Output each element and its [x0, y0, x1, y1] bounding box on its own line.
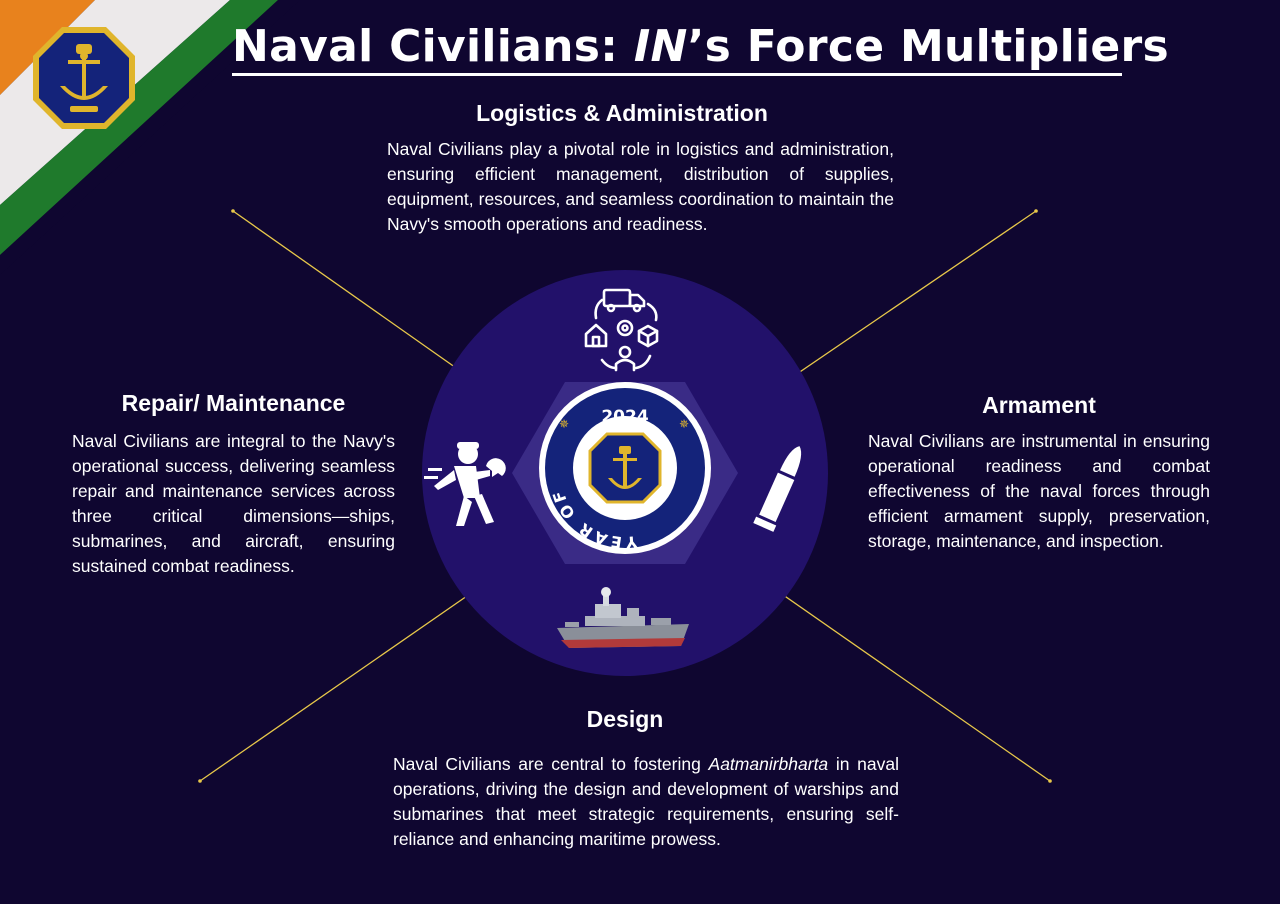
page-title: Naval Civilians: IN’s Force Multipliers: [232, 18, 1169, 76]
repair-heading: Repair/ Maintenance: [121, 390, 346, 416]
logistics-heading: Logistics & Administration: [476, 100, 768, 126]
navy-emblem-icon: [33, 27, 135, 129]
logistics-body: Naval Civilians play a pivotal role in l…: [387, 139, 894, 234]
design-heading: Design: [586, 706, 664, 732]
warship-icon: [557, 587, 689, 648]
logistics-icon: [584, 288, 659, 372]
bullet-icon: [753, 446, 802, 532]
armament-heading: Armament: [982, 392, 1096, 418]
mechanic-wrench-icon: [424, 442, 506, 526]
design-body: Naval Civilians are central to fostering…: [393, 754, 899, 849]
hub-year: 2024: [601, 407, 648, 427]
central-hub: 2024 YEAR OF NAVAL CIVILIANS ✵ ✵: [420, 268, 828, 676]
svg-text:✵: ✵: [679, 417, 689, 431]
svg-text:✵: ✵: [559, 417, 569, 431]
repair-body: Naval Civilians are integral to the Navy…: [72, 431, 395, 576]
armament-body: Naval Civilians are instrumental in ensu…: [868, 431, 1210, 551]
